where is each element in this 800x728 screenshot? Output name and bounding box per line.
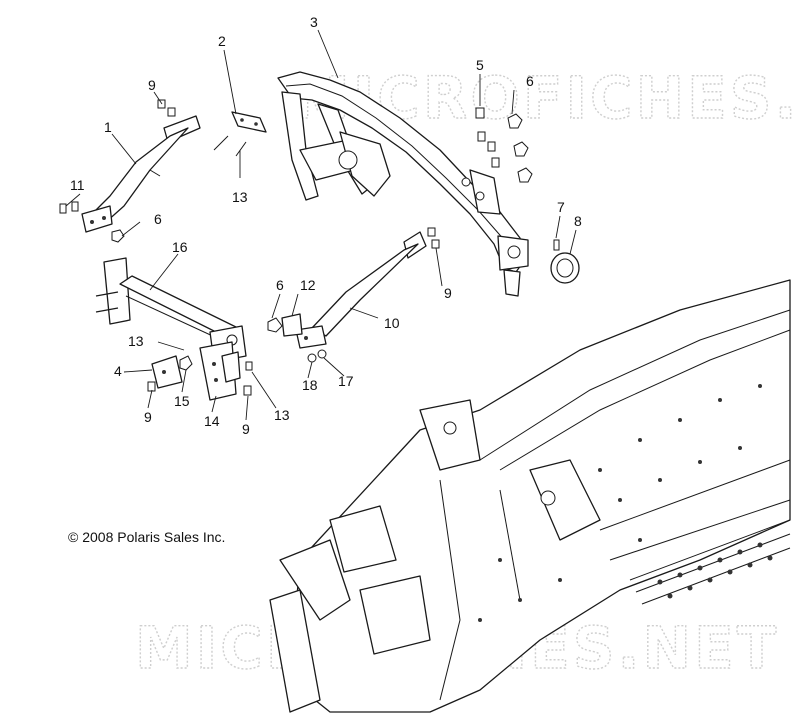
pin-13-upper — [213, 135, 229, 151]
part-3-frame — [277, 71, 529, 297]
callout-6-left: 6 — [154, 211, 162, 227]
part-7-bolt — [553, 239, 560, 251]
callout-14: 14 — [204, 413, 220, 429]
callout-6-mid: 6 — [276, 277, 284, 293]
callout-13-mid: 13 — [128, 333, 144, 349]
callout-10: 10 — [384, 315, 400, 331]
callout-9-top: 9 — [148, 77, 156, 93]
part-15-clip — [179, 355, 193, 371]
callout-3: 3 — [310, 14, 318, 30]
callout-12: 12 — [300, 277, 316, 293]
callout-18: 18 — [302, 377, 318, 393]
callout-7: 7 — [557, 199, 565, 215]
part-8-cap — [550, 252, 580, 284]
callout-5: 5 — [476, 57, 484, 73]
callout-9-lower-mid: 9 — [242, 421, 250, 437]
part-1-tube — [81, 115, 201, 233]
nut-6-mid — [267, 317, 283, 333]
callout-15: 15 — [174, 393, 190, 409]
hardware-6-left — [111, 229, 125, 243]
part-12-spacer — [281, 313, 303, 337]
leader-lines — [65, 29, 577, 421]
callout-8: 8 — [574, 213, 582, 229]
part-14-plate — [199, 341, 241, 401]
callout-13-top: 13 — [232, 189, 248, 205]
chassis-tunnel — [269, 279, 791, 713]
bolt-13-right — [245, 361, 253, 371]
chassis-tunnel-vents — [629, 519, 791, 605]
hardware-9-right — [427, 227, 440, 249]
part-10-tube — [295, 231, 427, 349]
callout-11: 11 — [70, 177, 85, 193]
callout-16: 16 — [172, 239, 188, 255]
bolt-9-lower-mid — [243, 385, 252, 396]
callout-17: 17 — [338, 373, 354, 389]
callout-1: 1 — [104, 119, 112, 135]
hardware-11 — [59, 201, 79, 214]
part-4-bracket — [151, 355, 183, 389]
bolt-9-lower-left — [147, 381, 156, 392]
hardware-cluster-5-6 — [475, 107, 533, 183]
callout-4: 4 — [114, 363, 122, 379]
hardware-17-18 — [307, 349, 327, 363]
pin-13-upper-b — [235, 141, 247, 157]
callout-2: 2 — [218, 33, 226, 49]
callout-13-right: 13 — [274, 407, 290, 423]
copyright-notice: © 2008 Polaris Sales Inc. — [68, 529, 225, 545]
callout-9-right: 9 — [444, 285, 452, 301]
callout-9-lower-left: 9 — [144, 409, 152, 425]
callout-6-top: 6 — [526, 73, 534, 89]
part-2-bracket — [231, 111, 267, 133]
